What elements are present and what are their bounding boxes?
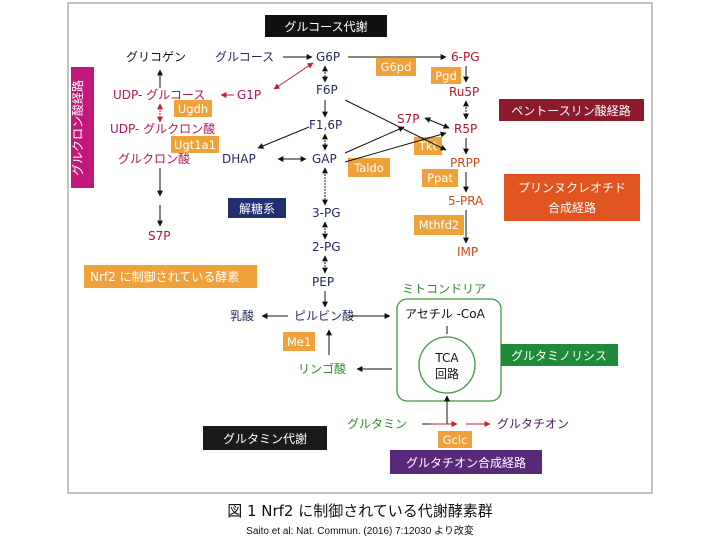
dhap-label: DHAP (222, 152, 256, 166)
pep-label: PEP (312, 275, 334, 289)
r5p-label: R5P (454, 122, 477, 136)
glycolysis-label: 解糖系 (239, 201, 275, 216)
svg-text:Tkt: Tkt (418, 139, 438, 153)
legend-box (84, 265, 257, 288)
gap-label: GAP (312, 152, 337, 166)
enzyme-mthfd2: Mthfd2 (414, 215, 464, 235)
pyruvate-label: ピルビン酸 (294, 308, 354, 323)
enzyme-gclc: Gclc (438, 431, 472, 448)
udp-glucuronic-label: UDP- グルクロン酸 (110, 121, 215, 136)
glutaminolysis-box (501, 344, 618, 366)
enzyme-pgd: Pgd (431, 67, 461, 84)
enzyme-tkt: Tkt (414, 137, 442, 155)
glucuronic-pathway-label: グルクロン酸経路 (70, 80, 85, 176)
s7p-right-label: S7P (397, 112, 420, 126)
reaction-arrows (157, 54, 469, 425)
g1p-label: G1P (237, 88, 261, 102)
purine-pathway-box (504, 174, 640, 221)
tca-label: TCA (434, 351, 459, 365)
glutamine-metabolism-box (203, 426, 327, 450)
g6p-label: G6P (316, 50, 340, 64)
enzyme-me1: Me1 (283, 332, 315, 351)
diagram-title: グルコース代謝 (284, 19, 367, 34)
figure-frame (67, 2, 653, 494)
acetyl-coa-label: アセチル -CoA (405, 307, 486, 321)
figure-caption: 図 1 Nrf2 に制御されている代謝酵素群 (227, 502, 493, 520)
svg-text:Ugdh: Ugdh (178, 102, 208, 116)
tca-cycle-circle (418, 336, 476, 394)
enzyme-ugt1a1: Ugt1a1 (171, 136, 219, 153)
enzyme-ppat: Ppat (422, 169, 458, 187)
pentose-pathway-label: ペントースリン酸経路 (511, 103, 630, 118)
glutathione-label: グルタチオン (497, 417, 569, 431)
svg-text:Mthfd2: Mthfd2 (419, 218, 459, 232)
prpp-label: PRPP (450, 156, 480, 170)
f6p-label: F6P (316, 83, 338, 97)
malate-label: リンゴ酸 (298, 361, 346, 376)
mitochondria-label: ミトコンドリア (402, 282, 486, 296)
glucuronic-pathway-box (71, 67, 94, 188)
svg-text:Gclc: Gclc (443, 433, 468, 447)
purine-pathway-label-1: プリンヌクレオチド (518, 181, 626, 195)
glycogen-label: グリコゲン (126, 50, 186, 64)
imp-label: IMP (457, 245, 478, 259)
glutathione-pathway-box (390, 450, 542, 474)
legend-label: Nrf2 に制御されている酵素 (90, 269, 239, 284)
red-arrows (157, 62, 491, 427)
lactate-label: 乳酸 (230, 308, 254, 323)
title-box (265, 15, 387, 37)
3pg-label: 3-PG (312, 206, 341, 220)
svg-text:Ugt1a1: Ugt1a1 (174, 138, 216, 152)
glutaminolysis-label: グルタミノリシス (511, 349, 607, 363)
6pg-label: 6-PG (451, 50, 480, 64)
glucose-label: グルコース (215, 50, 274, 64)
glutathione-pathway-label: グルタチオン合成経路 (406, 455, 526, 470)
enzyme-ugdh: Ugdh (174, 100, 212, 117)
svg-text:G6pd: G6pd (381, 60, 412, 74)
svg-text:Me1: Me1 (287, 335, 311, 349)
glutamine-metabolite-label: グルタミン (347, 417, 407, 431)
svg-text:Pgd: Pgd (435, 69, 457, 83)
tca-label-2: 回路 (435, 366, 459, 381)
ru5p-label: Ru5P (449, 85, 479, 99)
glycolysis-box (228, 198, 286, 218)
enzyme-g6pd: G6pd (376, 58, 416, 76)
purine-pathway-label-2: 合成経路 (548, 200, 596, 215)
5pra-label: 5-PRA (448, 194, 484, 208)
svg-text:Taldo: Taldo (353, 161, 384, 175)
s7p-left-label: S7P (148, 229, 171, 243)
figure-credit: Saito et al: Nat. Commun. (2016) 7:12030… (246, 526, 474, 537)
pentose-pathway-box (499, 99, 644, 121)
udp-glucose-label: UDP- グルコース (113, 88, 205, 102)
glucuronic-label: グルクロン酸 (118, 151, 190, 166)
2pg-label: 2-PG (312, 240, 341, 254)
f16p-label: F1,6P (309, 118, 342, 132)
svg-text:Ppat: Ppat (427, 171, 453, 185)
glutamine-metabolism-label: グルタミン代謝 (223, 431, 307, 446)
enzyme-taldo: Taldo (348, 158, 390, 177)
